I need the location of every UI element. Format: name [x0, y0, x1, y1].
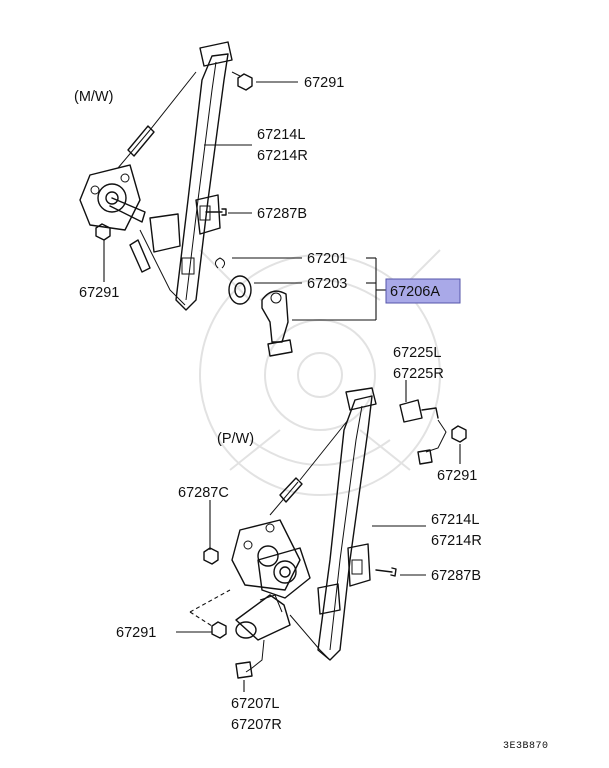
bolt-icon [451, 425, 467, 443]
power-window-regulator [231, 387, 377, 679]
part-label-67206a[interactable]: 67206A [390, 284, 440, 300]
part-label-67214r-bottom[interactable]: 67214R [431, 533, 482, 549]
part-label-67287c[interactable]: 67287C [178, 485, 229, 501]
diagram-code: 3E3B870 [503, 741, 549, 752]
part-label-67201[interactable]: 67201 [307, 251, 347, 267]
part-label-67214l-bottom[interactable]: 67214L [431, 512, 479, 528]
highlight-box [385, 278, 461, 304]
window-handle-parts [214, 257, 293, 357]
part-label-67287b-top[interactable]: 67287B [257, 206, 307, 222]
part-label-67214r-top[interactable]: 67214R [257, 148, 308, 164]
part-label-67203[interactable]: 67203 [307, 276, 347, 292]
part-label-67291-left[interactable]: 67291 [79, 285, 119, 301]
wiring-harness [399, 399, 447, 465]
part-label-67207l[interactable]: 67207L [231, 696, 279, 712]
screw-icon [205, 208, 227, 216]
part-label-67291-bottom[interactable]: 67291 [116, 625, 156, 641]
bolt-icon [95, 223, 111, 241]
screw-icon [375, 567, 397, 577]
manual-window-regulator [79, 41, 233, 311]
variant-label-manual: (M/W) [74, 89, 113, 105]
bolt-icon [231, 71, 253, 91]
leader-lines [103, 81, 461, 692]
part-label-67225l[interactable]: 67225L [393, 345, 441, 361]
part-label-67291-top[interactable]: 67291 [304, 75, 344, 91]
variant-label-power: (P/W) [217, 431, 254, 447]
part-label-67207r[interactable]: 67207R [231, 717, 282, 733]
bolt-icon [203, 547, 219, 565]
part-label-67291-right[interactable]: 67291 [437, 468, 477, 484]
part-label-67225r[interactable]: 67225R [393, 366, 444, 382]
bolt-icon [211, 621, 227, 639]
part-label-67214l-top[interactable]: 67214L [257, 127, 305, 143]
part-label-67287b-bottom[interactable]: 67287B [431, 568, 481, 584]
